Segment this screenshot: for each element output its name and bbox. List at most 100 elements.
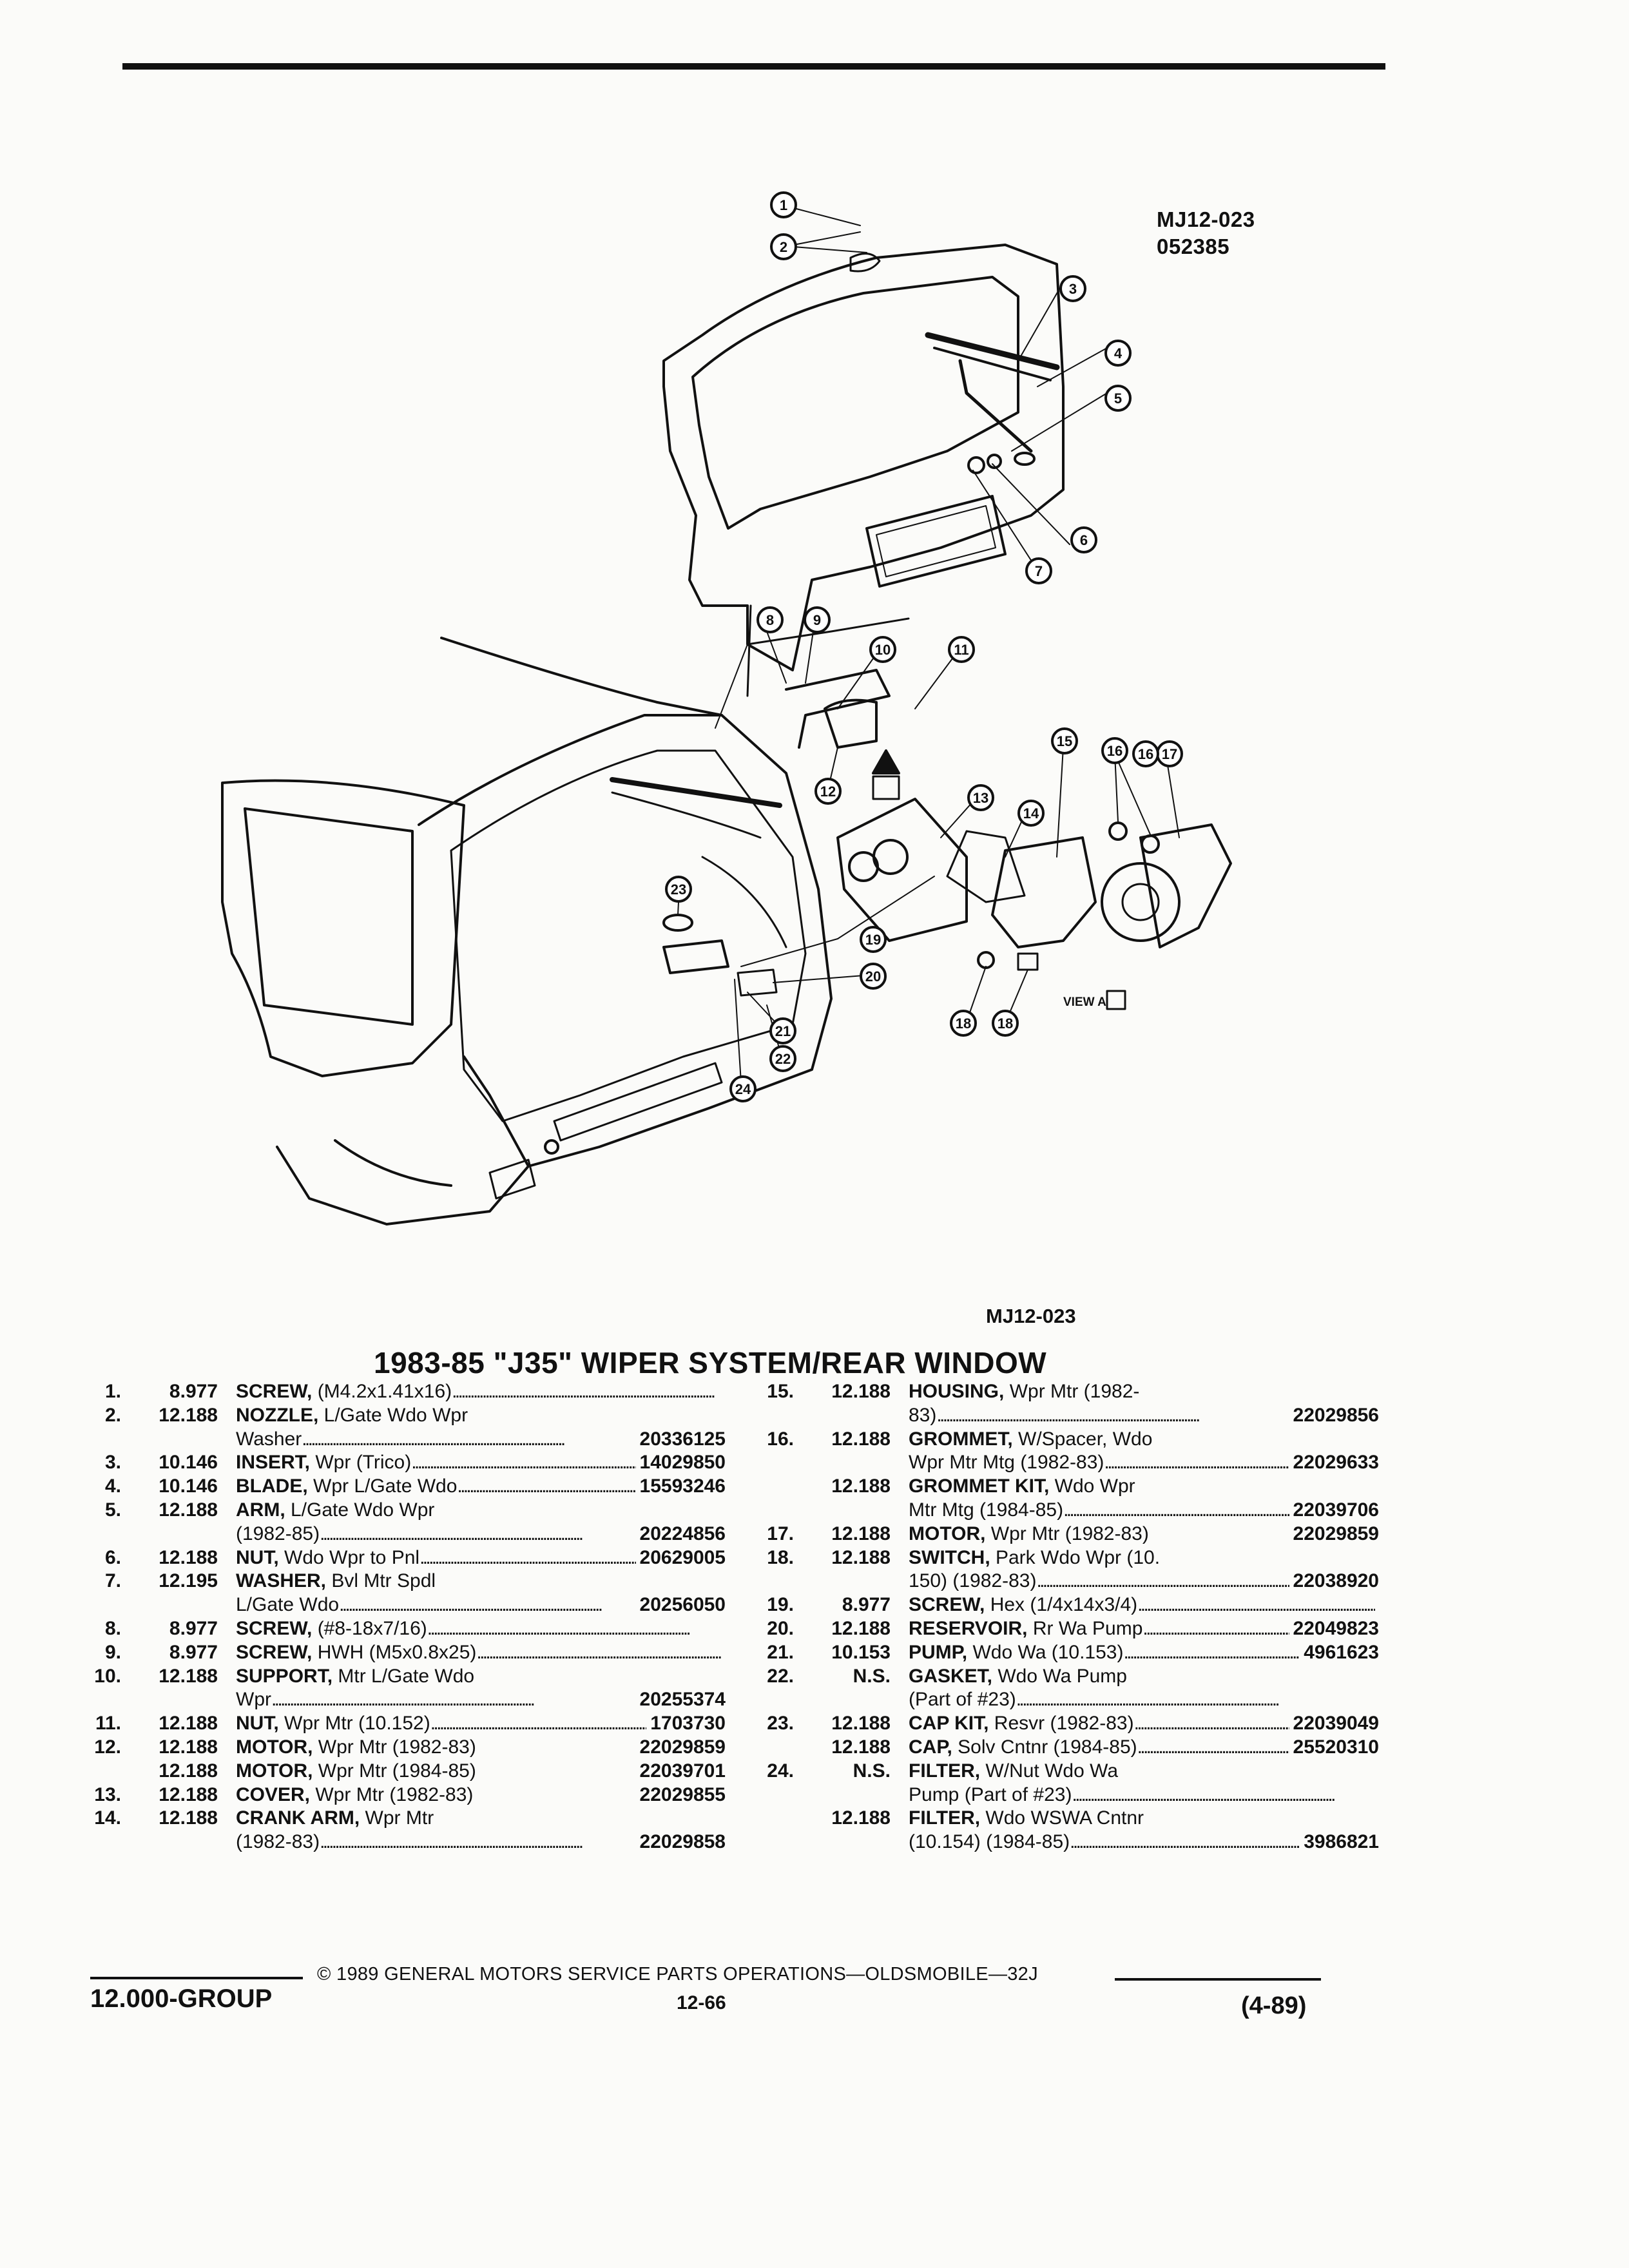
callout-15: 15: [1051, 727, 1078, 754]
group-number: 8.977: [842, 1594, 891, 1616]
part-number: [722, 1404, 726, 1428]
callout-number: 5: [1114, 390, 1122, 407]
leader-dots: [1104, 1451, 1289, 1475]
part-description: Wpr Mtr (1982-: [1004, 1381, 1140, 1402]
callout-12: 12: [815, 778, 842, 805]
page-title: 1983-85 "J35" WIPER SYSTEM/REAR WINDOW: [374, 1346, 1047, 1379]
callout-18: 18: [992, 1010, 1019, 1037]
callout-3: 3: [1059, 275, 1086, 302]
part-number: [1375, 1783, 1379, 1807]
item-number: [735, 1688, 794, 1712]
leader-dots: [430, 1712, 646, 1736]
part-name: SCREW,: [236, 1641, 313, 1663]
callout-16: 16: [1132, 740, 1159, 767]
leader-dots: [419, 1546, 635, 1570]
callout-4: 4: [1104, 340, 1132, 367]
group-number: [794, 1831, 891, 1854]
part-name: PUMP,: [909, 1641, 968, 1663]
group-number: 8.977: [169, 1617, 218, 1639]
part-name: COVER,: [236, 1783, 311, 1805]
part-name: SCREW,: [236, 1381, 313, 1402]
leader-dots: [1137, 1593, 1375, 1617]
item-number: 22.: [767, 1665, 794, 1687]
part-description: Mtr Mtg (1984-85): [909, 1499, 1064, 1521]
diagram-id-caption: MJ12-023: [986, 1305, 1076, 1327]
group-number: 10.153: [831, 1641, 891, 1663]
group-number: [794, 1570, 891, 1593]
part-number: [722, 1807, 726, 1831]
item-number: [62, 1593, 121, 1617]
part-name: NOZZLE,: [236, 1404, 319, 1426]
part-number: 22029858: [639, 1831, 726, 1853]
part-description: (1982-85): [236, 1523, 320, 1544]
callout-number: 9: [813, 612, 821, 628]
footer-rule: [90, 1977, 303, 1979]
callout-1: 1: [770, 191, 797, 218]
part-name: HOUSING,: [909, 1381, 1005, 1402]
item-number: 16.: [767, 1428, 794, 1450]
part-name: FILTER,: [909, 1807, 981, 1829]
parts-row: (1982-83)22029858: [62, 1831, 726, 1854]
group-number: 12.188: [159, 1807, 218, 1829]
leader-dots: [1142, 1617, 1289, 1641]
part-number: 15593246: [639, 1475, 726, 1497]
item-number: 20.: [767, 1617, 794, 1639]
part-description: Wdo Wpr to Pnl: [278, 1546, 420, 1568]
diagram-id: MJ12-023: [1157, 207, 1255, 231]
group-number: 12.188: [159, 1665, 218, 1687]
callout-number: 12: [820, 783, 836, 800]
part-number: [1375, 1593, 1379, 1617]
part-description: W/Spacer, Wdo: [1012, 1428, 1153, 1450]
part-description: (#8-18x7/16): [312, 1617, 427, 1639]
group-number: 12.188: [831, 1475, 891, 1497]
part-description: L/Gate Wdo Wpr: [318, 1404, 468, 1426]
part-number: 20255374: [639, 1689, 726, 1711]
part-number: [722, 1570, 726, 1593]
diagram-date-code: 052385: [1157, 235, 1230, 258]
group-number: 12.188: [831, 1713, 891, 1735]
part-number: 22029856: [1293, 1404, 1379, 1426]
part-name: SUPPORT,: [236, 1665, 333, 1687]
revision-date: (4-89): [1241, 1992, 1307, 2019]
leader-dots: [1134, 1712, 1289, 1736]
part-name: FILTER,: [909, 1760, 981, 1782]
item-number: [62, 1428, 121, 1452]
item-number: 5.: [104, 1499, 121, 1521]
part-description: Wdo Wa (10.153): [967, 1641, 1124, 1663]
part-description: Wpr Mtr (1982-83): [985, 1523, 1149, 1544]
part-description: Wpr: [236, 1689, 271, 1711]
group-number: 12.188: [831, 1546, 891, 1568]
group-number: 12.188: [831, 1381, 891, 1402]
part-number: [722, 1617, 726, 1641]
part-number: [722, 1641, 726, 1665]
item-number: [735, 1404, 794, 1428]
part-number: 20336125: [639, 1428, 726, 1450]
callout-14: 14: [1017, 800, 1045, 827]
callout-number: 6: [1080, 532, 1088, 548]
callout-number: 18: [956, 1015, 971, 1032]
group-number: [794, 1783, 891, 1807]
part-number: 1703730: [650, 1713, 726, 1735]
part-description: Wdo Wpr: [1049, 1475, 1135, 1497]
leader-dots: [1123, 1641, 1300, 1665]
part-description: Washer: [236, 1428, 302, 1450]
group-number: N.S.: [853, 1760, 891, 1782]
item-number: 3.: [104, 1452, 121, 1474]
part-name: CRANK ARM,: [236, 1807, 360, 1829]
part-name: SCREW,: [909, 1594, 985, 1616]
item-number: 11.: [95, 1713, 121, 1735]
callout-number: 1: [780, 197, 787, 213]
part-number: 22039049: [1293, 1713, 1379, 1735]
callout-7: 7: [1025, 557, 1052, 584]
callout-6: 6: [1070, 526, 1097, 553]
